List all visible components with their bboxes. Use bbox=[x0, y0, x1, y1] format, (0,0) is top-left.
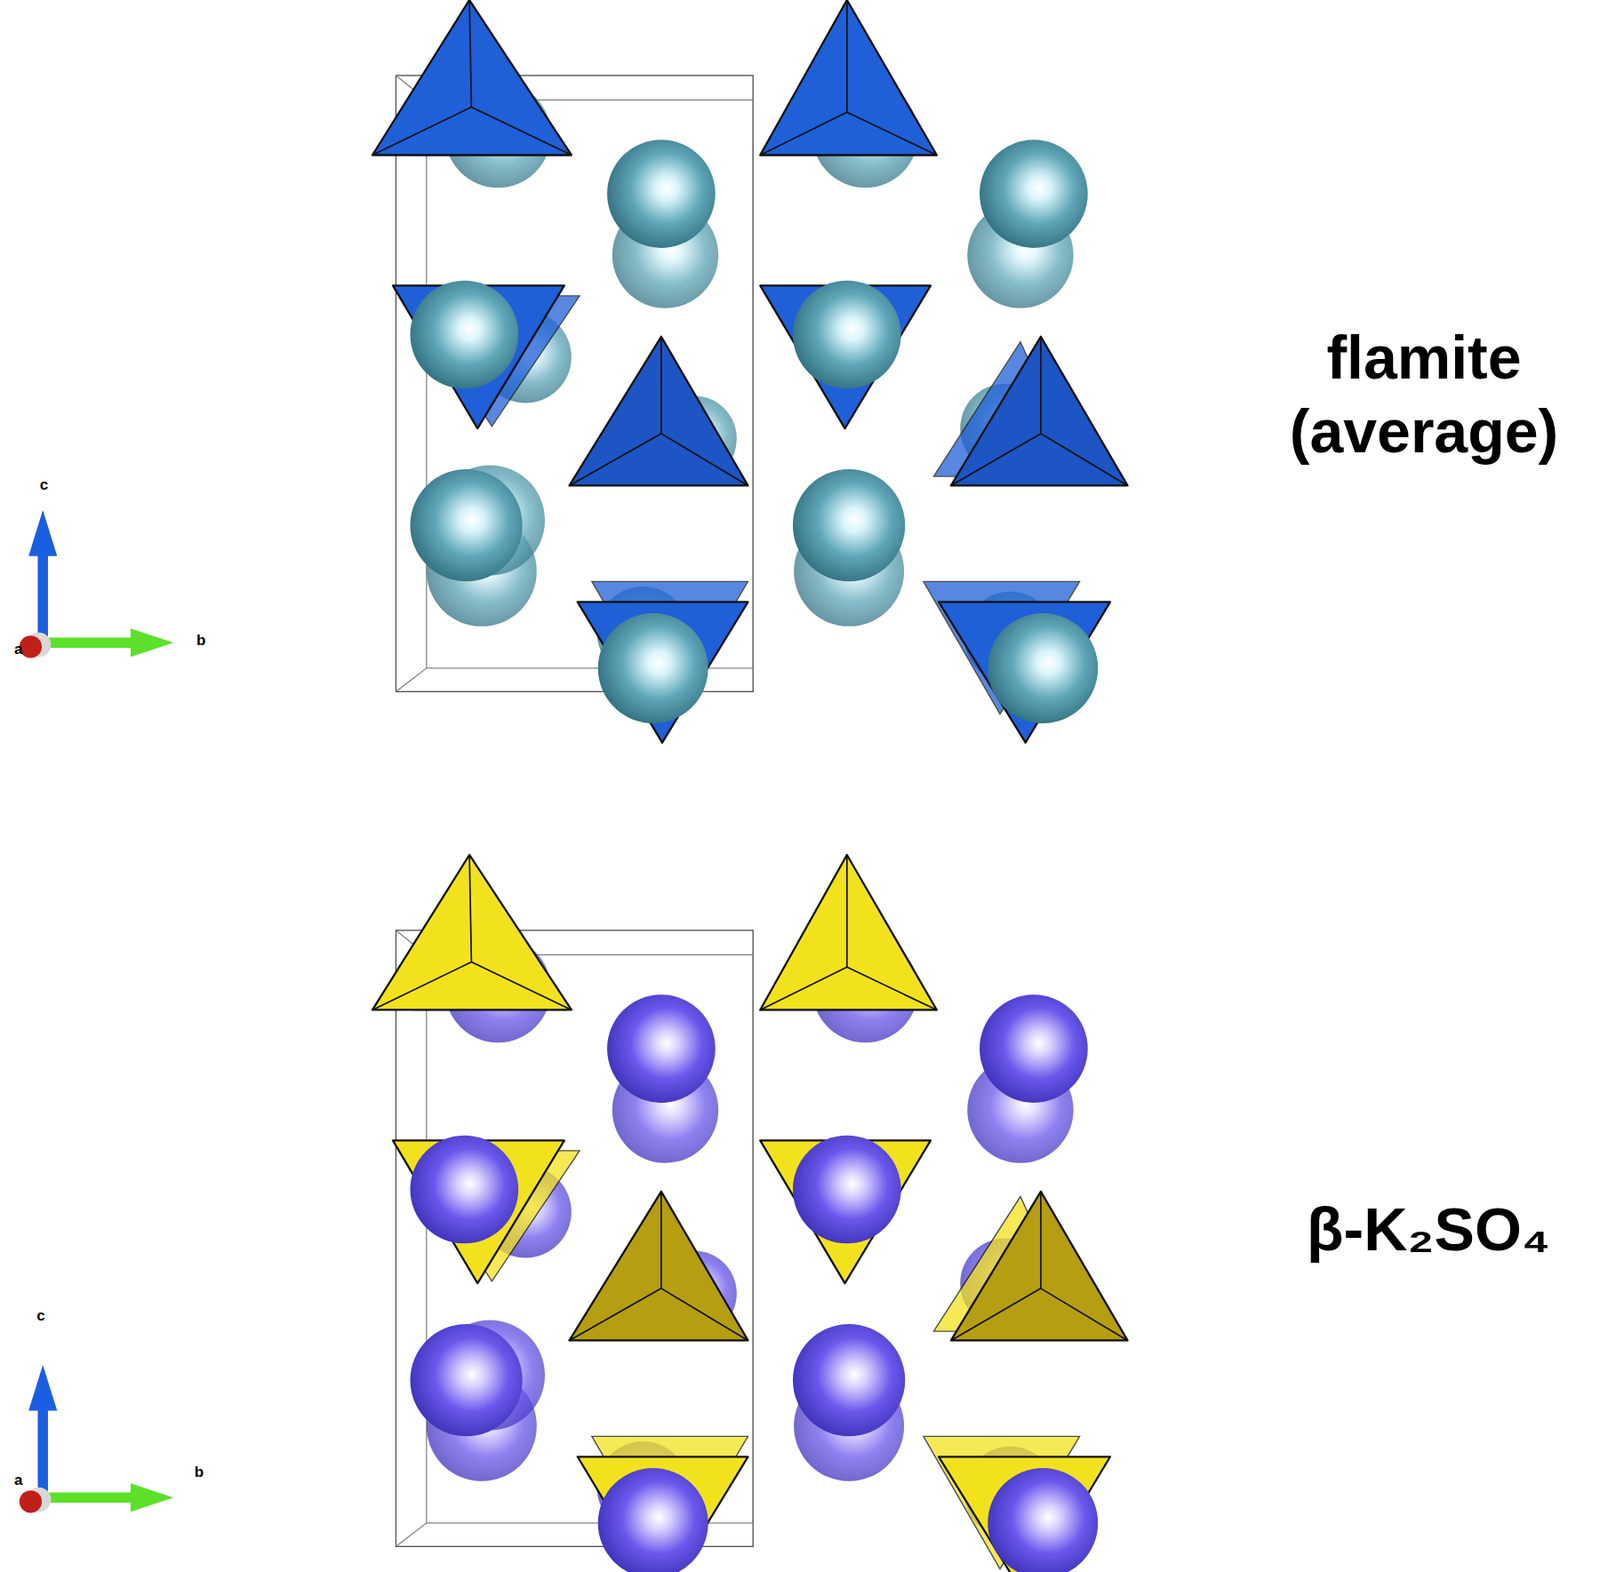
structure-title: β-K₂SO₄ bbox=[1306, 1192, 1551, 1267]
axis-label: b bbox=[194, 1464, 204, 1480]
axis-label: a bbox=[14, 641, 23, 657]
structure-title: flamite (average) bbox=[1255, 320, 1593, 469]
axis-label: b bbox=[196, 632, 206, 648]
axis-label: c bbox=[36, 1308, 45, 1324]
axis-label: c bbox=[40, 477, 48, 493]
axis-label: a bbox=[14, 1472, 23, 1488]
